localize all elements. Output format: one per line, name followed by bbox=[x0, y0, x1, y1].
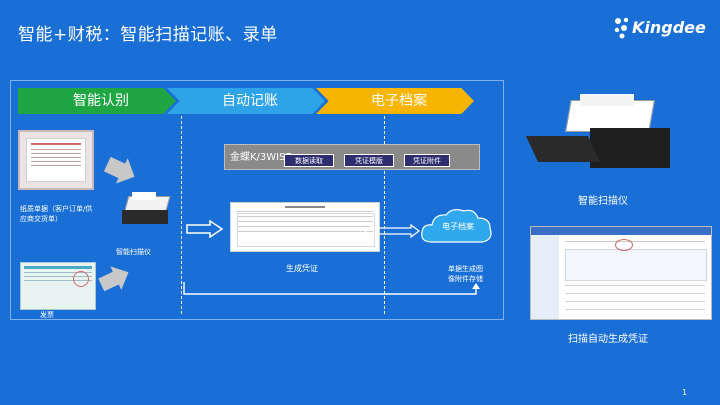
page-number: 1 bbox=[682, 388, 688, 397]
invoice-image bbox=[20, 262, 96, 310]
stage-recognition: 智能认别 bbox=[18, 88, 176, 114]
voucher-caption: 扫描自动生成凭证 bbox=[568, 334, 648, 345]
voucher-template-button[interactable]: 凭证模版 bbox=[344, 154, 394, 167]
stage-divider bbox=[181, 116, 182, 314]
scanner-label: 智能扫描仪 bbox=[116, 248, 151, 256]
arrow-right-down-icon bbox=[104, 156, 135, 184]
arrow-right-up-icon bbox=[98, 266, 129, 292]
scanner-photo bbox=[525, 94, 670, 178]
brand-name: Kingdee bbox=[632, 18, 706, 37]
paper-documents-label: 纸质单据（客户订单/供应商交货单） bbox=[20, 205, 93, 223]
e-archive-label: 电子档案 bbox=[442, 222, 474, 231]
page-title: 智能+财税：智能扫描记账、录单 bbox=[18, 25, 278, 45]
archive-note: 单据生成图像附件存储 bbox=[448, 265, 483, 283]
stage-auto-bookkeeping: 自动记账 bbox=[167, 88, 325, 114]
invoice-label: 发票 bbox=[40, 311, 54, 319]
process-diagram-frame bbox=[10, 80, 504, 320]
double-arrow-icon bbox=[364, 224, 420, 238]
voucher-screenshot bbox=[230, 202, 380, 252]
voucher-attachment-button[interactable]: 凭证附件 bbox=[404, 154, 450, 167]
arrow-to-voucher-icon bbox=[186, 220, 224, 238]
stage-divider bbox=[384, 116, 385, 314]
kingdee-logo-icon bbox=[614, 17, 629, 39]
scanner-caption: 智能扫描仪 bbox=[578, 196, 628, 207]
voucher-label: 生成凭证 bbox=[286, 264, 318, 273]
data-read-button[interactable]: 数据读取 bbox=[284, 154, 334, 167]
return-arrow-icon bbox=[183, 282, 480, 295]
k3-system-name: 金蝶K/3WISE bbox=[230, 152, 292, 163]
scanner-image bbox=[118, 192, 172, 228]
voucher-software-screenshot bbox=[530, 226, 712, 320]
paper-documents-image bbox=[18, 130, 94, 190]
stage-e-archive: 电子档案 bbox=[316, 88, 474, 114]
cloud-icon bbox=[421, 209, 492, 243]
